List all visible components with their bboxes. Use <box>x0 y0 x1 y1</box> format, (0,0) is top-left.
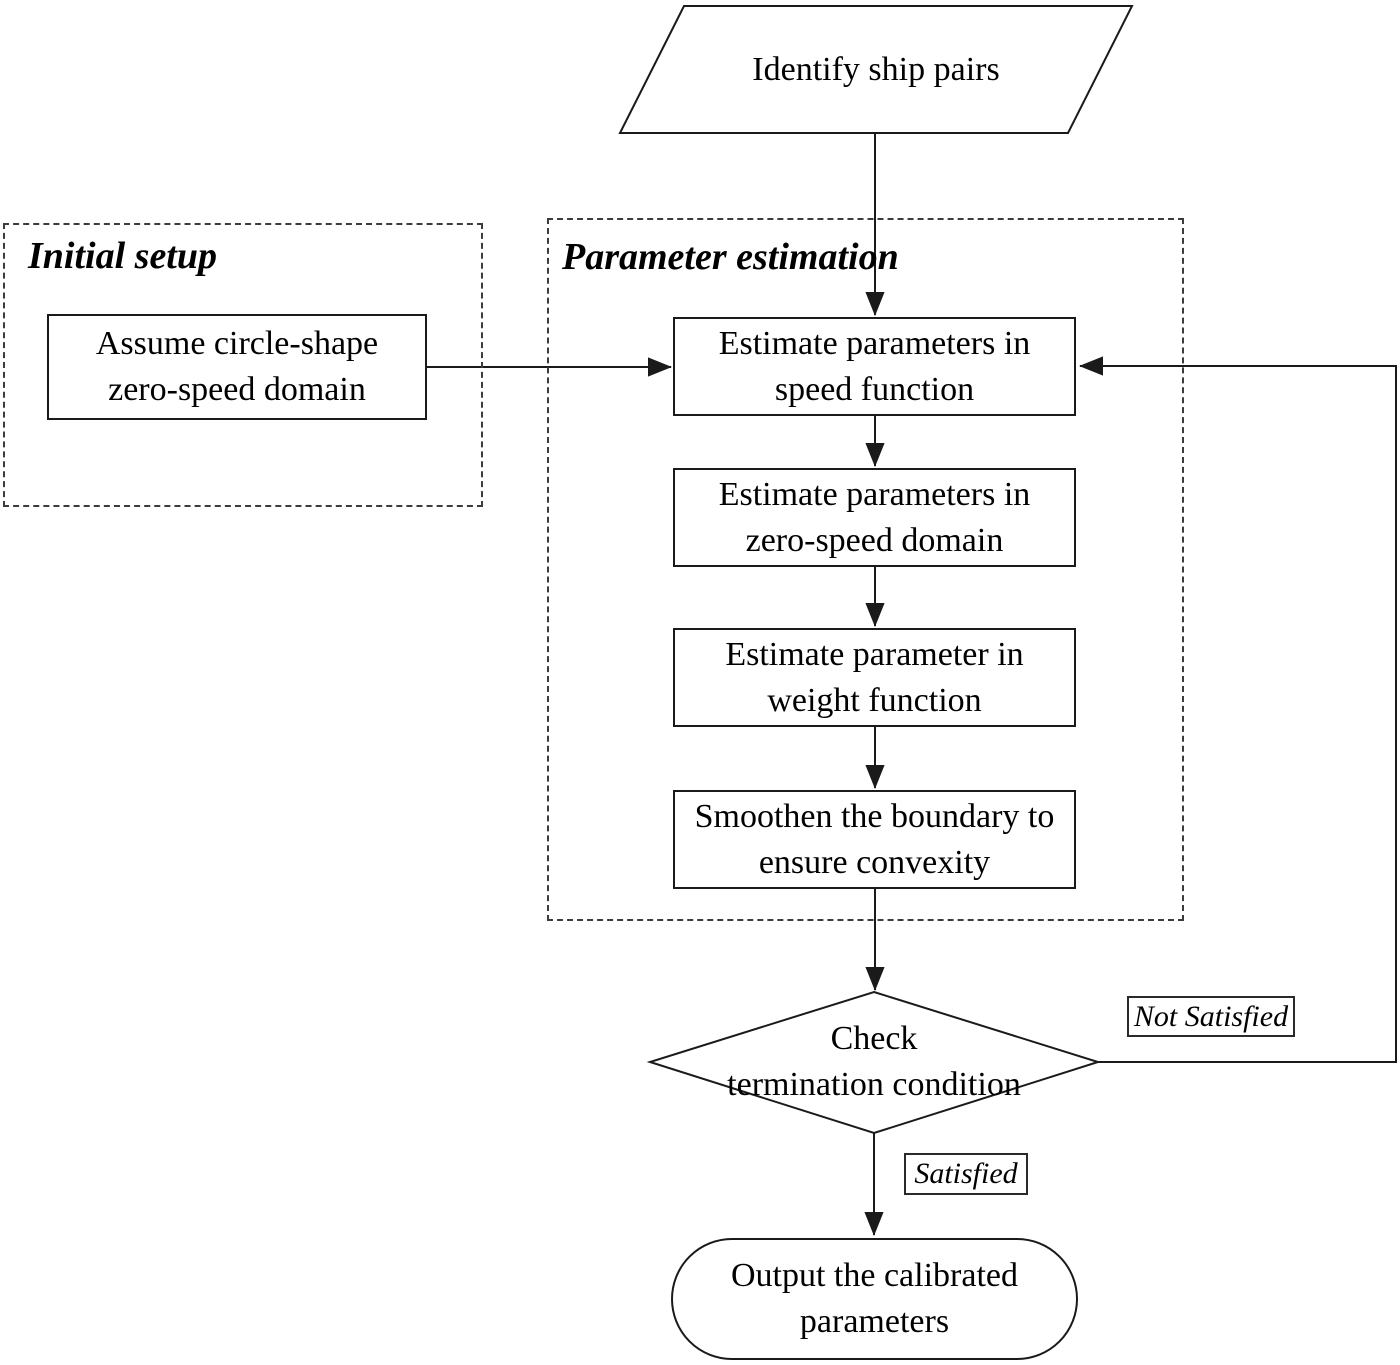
smoothen-boundary-label: Smoothen the boundary to ensure convexit… <box>694 797 1055 881</box>
identify-ship-pairs-shape <box>618 5 1134 134</box>
output-parameters-label: Output the calibrated parameters <box>730 1257 1018 1340</box>
initial-setup-group <box>3 223 483 507</box>
estimate-weight-label: Estimate parameter in weight function <box>725 635 1024 719</box>
satisfied-label-box: Satisfied <box>904 1153 1028 1195</box>
not-satisfied-label: Not Satisfied <box>1133 999 1289 1033</box>
parameter-estimation-group <box>547 218 1184 921</box>
smoothen-boundary-node: Smoothen the boundary to ensure convexit… <box>673 790 1076 889</box>
estimate-zero-speed-label: Estimate parameters in zero-speed domain <box>718 475 1031 559</box>
assume-circle-node: Assume circle-shape zero-speed domain <box>47 314 427 420</box>
estimate-weight-node: Estimate parameter in weight function <box>673 628 1076 727</box>
estimate-speed-label: Estimate parameters in speed function <box>718 324 1031 408</box>
satisfied-label: Satisfied <box>914 1157 1018 1190</box>
output-parameters-node: Output the calibrated parameters <box>671 1238 1078 1360</box>
check-termination-diamond <box>646 990 1102 1135</box>
initial-setup-title: Initial setup <box>28 235 217 277</box>
estimate-zero-speed-node: Estimate parameters in zero-speed domain <box>673 468 1076 567</box>
edge-not-satisfied-loop <box>1079 356 1397 1063</box>
parameter-estimation-title: Parameter estimation <box>562 236 899 278</box>
estimate-speed-node: Estimate parameters in speed function <box>673 317 1076 416</box>
not-satisfied-label-box: Not Satisfied <box>1127 996 1295 1037</box>
assume-circle-label: Assume circle-shape zero-speed domain <box>95 325 379 408</box>
